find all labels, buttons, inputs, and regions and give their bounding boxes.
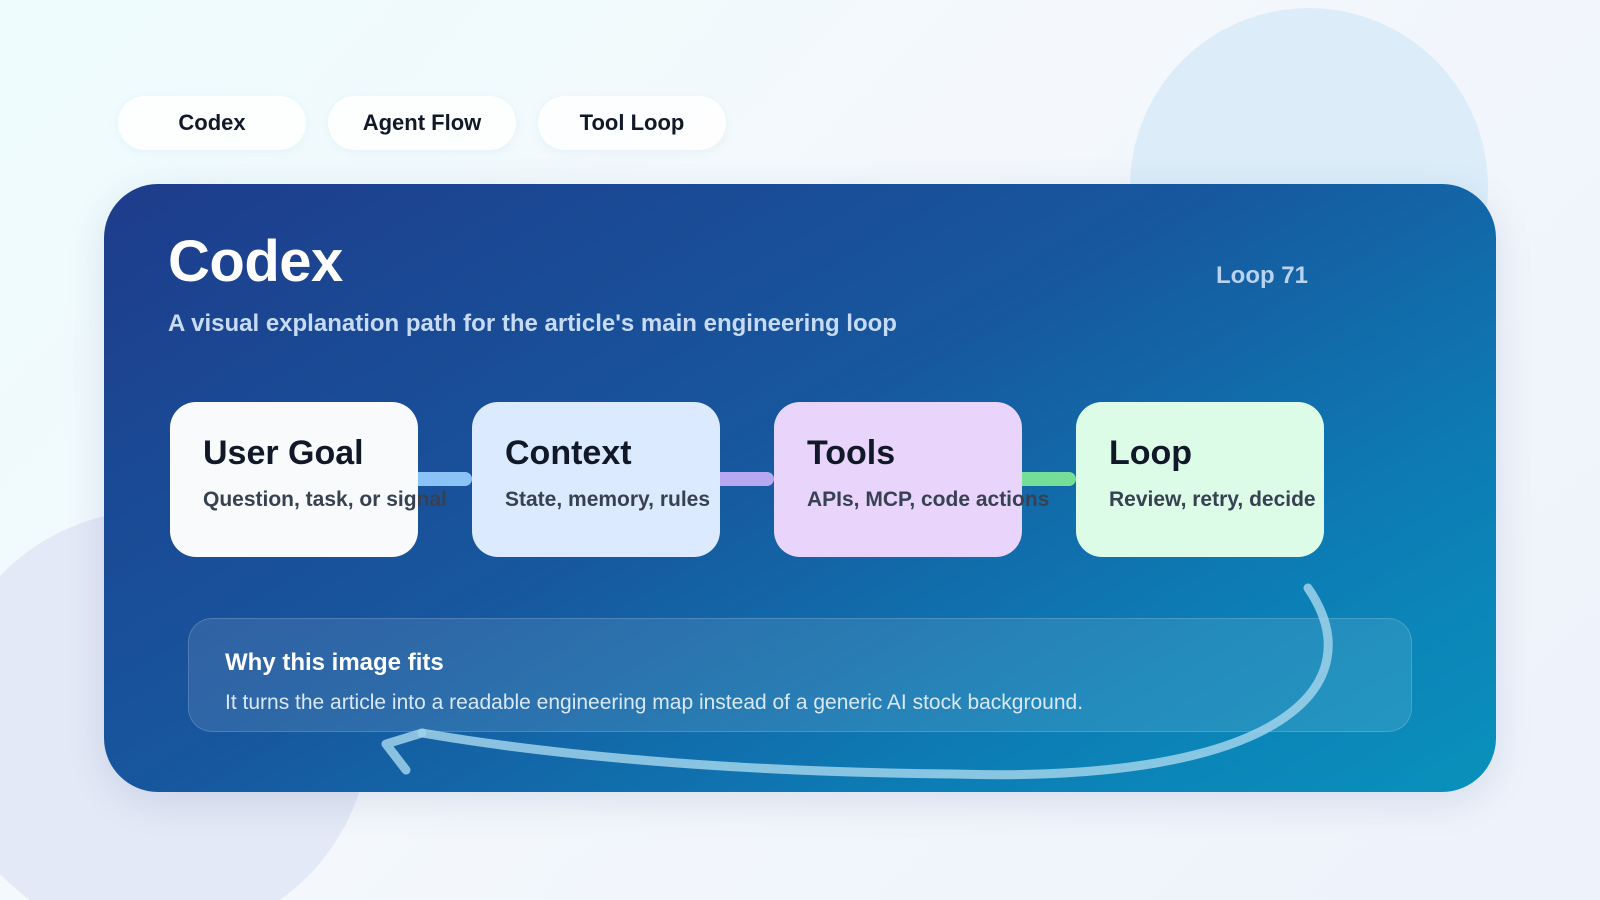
step-description: Review, retry, decide [1109,488,1316,511]
panel-title: Codex [168,229,343,294]
step-card-user-goal: User Goal Question, task, or signal [170,402,447,557]
diagram-panel: Codex A visual explanation path for the … [104,184,1496,792]
step-card-loop: Loop Review, retry, decide [1076,402,1324,557]
connector-user-goal-context [412,472,472,486]
step-description: State, memory, rules [505,488,711,511]
step-title: Context [505,434,632,472]
step-title: Loop [1109,434,1193,472]
step-title: Tools [807,434,896,472]
tag-chip-codex[interactable]: Codex [118,96,306,150]
why-callout-title: Why this image fits [225,649,444,676]
loop-badge: Loop 71 [1216,262,1309,289]
step-card-context: Context State, memory, rules [472,402,720,557]
why-callout-text: It turns the article into a readable eng… [225,691,1084,714]
connector-context-tools [714,472,774,486]
step-card-tools: Tools APIs, MCP, code actions [774,402,1050,557]
connector-tools-loop [1016,472,1076,486]
tag-chip-row: Codex Agent Flow Tool Loop [118,96,726,150]
tag-chip-agent-flow[interactable]: Agent Flow [328,96,516,150]
step-description: Question, task, or signal [203,488,447,511]
step-title: User Goal [203,434,364,472]
tag-chip-tool-loop[interactable]: Tool Loop [538,96,726,150]
why-callout: Why this image fits It turns the article… [188,618,1412,732]
step-description: APIs, MCP, code actions [807,488,1050,511]
panel-subtitle: A visual explanation path for the articl… [168,310,897,337]
